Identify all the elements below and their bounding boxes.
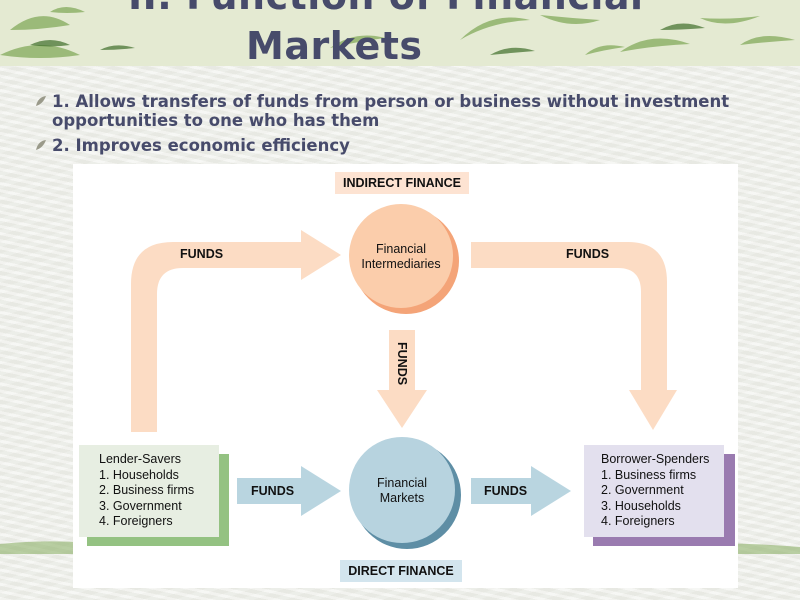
lender-item: 2. Business firms bbox=[99, 483, 195, 497]
slide-title-line2: Markets bbox=[246, 24, 423, 66]
bullet-list: 1. Allows transfers of funds from person… bbox=[34, 92, 794, 161]
lender-item: 1. Households bbox=[99, 467, 179, 482]
direct-finance-label: DIRECT FINANCE bbox=[348, 564, 454, 578]
markets-circle bbox=[349, 437, 455, 543]
markets-line1: Financial bbox=[376, 476, 428, 490]
intermediaries-circle bbox=[349, 204, 453, 308]
borrower-list: Borrower-Spenders 1. Business firms 2. G… bbox=[601, 452, 709, 530]
direct-tag-bg bbox=[340, 560, 462, 582]
lender-box bbox=[79, 445, 219, 537]
financial-flow-diagram: INDIRECT FINANCE DIRECT FINANCE FUNDS FU… bbox=[73, 164, 738, 588]
intermediaries-text: Financial Intermediaries bbox=[349, 242, 453, 272]
diagram-shapes bbox=[79, 172, 735, 582]
indirect-tag-bg bbox=[335, 172, 469, 194]
intermediaries-line1: Financial bbox=[375, 242, 427, 256]
funds-label-bottom-right: FUNDS bbox=[484, 484, 528, 498]
indirect-finance-label: INDIRECT FINANCE bbox=[342, 176, 462, 190]
lender-list: Lender-Savers 1. Households 2. Business … bbox=[99, 452, 194, 530]
markets-text: Financial Markets bbox=[350, 476, 454, 506]
borrower-box bbox=[584, 445, 724, 537]
arrow-lenders-to-markets bbox=[237, 466, 341, 516]
funds-label-top-right: FUNDS bbox=[566, 247, 610, 261]
borrower-item: 2. Government bbox=[601, 483, 684, 497]
funds-label-bottom-left: FUNDS bbox=[251, 484, 295, 498]
borrower-item: 3. Households bbox=[601, 498, 681, 513]
borrower-item: 4. Foreigners bbox=[601, 514, 675, 528]
bullet-item: 1. Allows transfers of funds from person… bbox=[34, 92, 794, 130]
arrow-intermediaries-to-borrowers bbox=[471, 242, 677, 430]
arrow-intermediaries-to-markets bbox=[377, 330, 427, 428]
markets-line2: Markets bbox=[379, 491, 425, 505]
funds-label-top-left: FUNDS bbox=[180, 247, 224, 261]
arrow-lenders-to-intermediaries bbox=[131, 230, 341, 432]
borrower-heading: Borrower-Spenders bbox=[601, 452, 710, 466]
lender-item: 4. Foreigners bbox=[99, 514, 173, 528]
leaf-bullet-icon bbox=[36, 96, 46, 106]
bullet-text: 2. Improves economic efficiency bbox=[52, 136, 350, 155]
leaf-bullet-icon bbox=[36, 140, 46, 150]
lender-heading: Lender-Savers bbox=[99, 452, 181, 466]
slide-title-line1: II. Function of Financial bbox=[128, 0, 800, 18]
title-banner: II. Function of Financial Markets bbox=[0, 0, 800, 66]
arrow-markets-to-borrowers bbox=[471, 466, 571, 516]
intermediaries-line2: Intermediaries bbox=[361, 257, 441, 271]
bullet-item: 2. Improves economic efficiency bbox=[34, 136, 794, 155]
leaf-pattern bbox=[0, 7, 795, 58]
bullet-text: 1. Allows transfers of funds from person… bbox=[52, 92, 730, 130]
borrower-item: 1. Business firms bbox=[601, 467, 697, 482]
funds-label-vertical: FUNDS bbox=[395, 342, 409, 386]
lender-item: 3. Government bbox=[99, 498, 182, 513]
